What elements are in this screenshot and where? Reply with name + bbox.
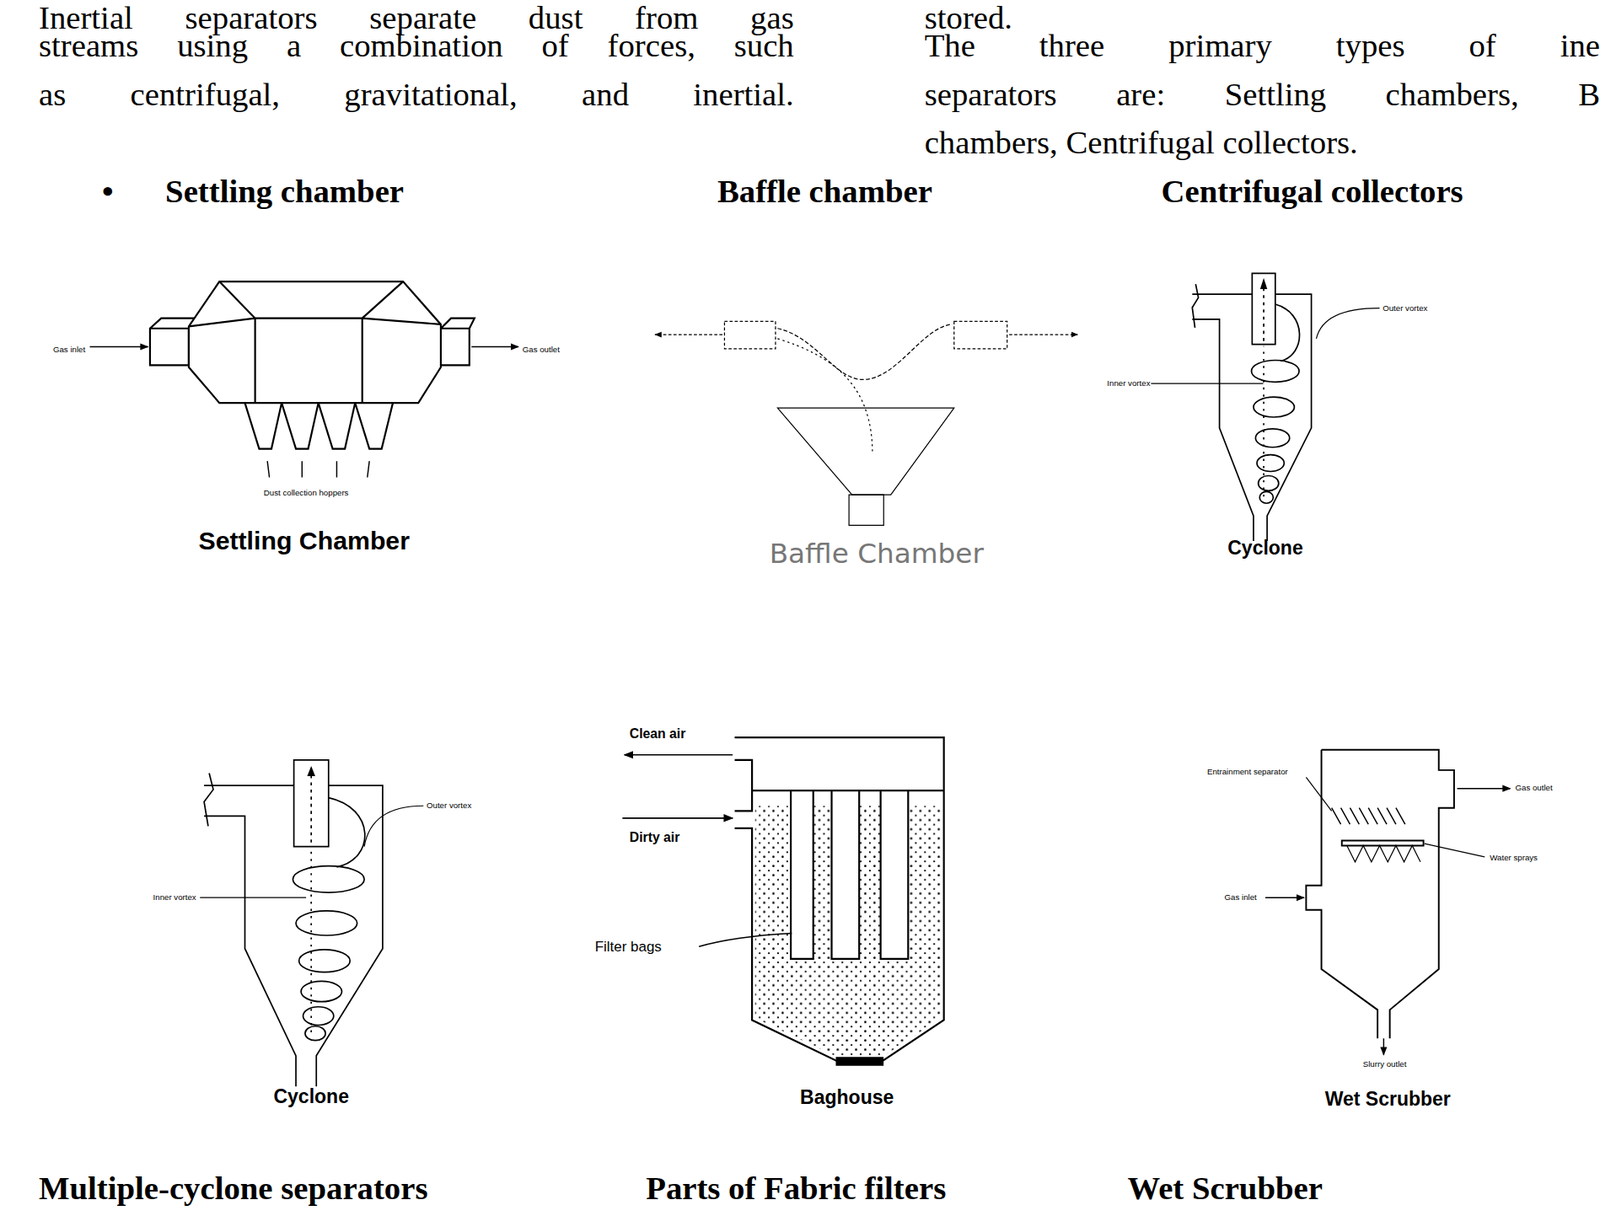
spray-bar bbox=[1342, 840, 1424, 846]
filter-bag bbox=[790, 790, 814, 960]
flow-arrow bbox=[622, 817, 733, 819]
cyclone-drawing bbox=[1191, 273, 1311, 542]
figure-caption: Cyclone bbox=[273, 1085, 349, 1109]
figure-caption: Baffle Chamber bbox=[769, 536, 984, 570]
section-heading: Centrifugal collectors bbox=[1161, 172, 1464, 211]
part-label: Outer vortex bbox=[426, 801, 472, 811]
duct bbox=[954, 321, 1008, 349]
part-label: Slurry outlet bbox=[1363, 1059, 1407, 1069]
flow-arrow bbox=[655, 334, 723, 336]
figure-caption: Cyclone bbox=[1227, 537, 1303, 561]
outlet-duct bbox=[440, 318, 475, 366]
hopper bbox=[245, 402, 394, 449]
hopper bbox=[777, 408, 954, 495]
part-label: Gas outlet bbox=[1515, 783, 1553, 793]
flow-arrow bbox=[1383, 1038, 1385, 1055]
flow-arrow bbox=[90, 346, 149, 348]
body-text: as centrifugal, gravitational, and inert… bbox=[38, 75, 795, 114]
filter-bag bbox=[880, 790, 909, 960]
duct bbox=[724, 321, 776, 349]
section-heading: Parts of Fabric filters bbox=[645, 1170, 946, 1209]
flow-arrow bbox=[624, 754, 733, 756]
baghouse-drawing bbox=[622, 737, 944, 1066]
entrainment-separator bbox=[1331, 808, 1406, 825]
leader-line bbox=[698, 934, 792, 948]
dust-line bbox=[267, 461, 370, 478]
part-label: Filter bags bbox=[595, 939, 662, 956]
leader-line bbox=[364, 805, 424, 847]
section-heading: Baffle chamber bbox=[717, 172, 933, 211]
part-label: Outer vortex bbox=[1382, 303, 1428, 313]
flow-arrow bbox=[1265, 897, 1305, 899]
hopper-outlet bbox=[848, 494, 884, 526]
chamber-body bbox=[188, 281, 441, 403]
leader-line bbox=[1305, 777, 1332, 811]
baghouse-body bbox=[735, 737, 945, 1062]
leader-line bbox=[1315, 308, 1380, 339]
body-text: streams using a combination of forces, s… bbox=[38, 26, 795, 65]
section-heading: Settling chamber bbox=[165, 172, 404, 211]
body-text: The three primary types of ine bbox=[924, 26, 1600, 65]
discharge bbox=[837, 1057, 883, 1065]
leader-line bbox=[1424, 843, 1485, 858]
scrubber-body bbox=[1305, 750, 1455, 1040]
chamber-edge bbox=[188, 281, 441, 403]
part-label: Dust collection hoppers bbox=[263, 488, 349, 498]
part-label: Inner vortex bbox=[153, 893, 197, 903]
wet-scrubber-drawing bbox=[1265, 750, 1511, 1056]
part-label: Clean air bbox=[629, 725, 686, 741]
figure-caption: Wet Scrubber bbox=[1325, 1089, 1451, 1112]
figure-caption: Settling Chamber bbox=[198, 526, 410, 556]
flow-arrow bbox=[1457, 788, 1511, 790]
settling-chamber-drawing bbox=[90, 281, 519, 478]
filter-bag bbox=[832, 790, 860, 960]
leader-line bbox=[1150, 383, 1263, 385]
section-heading: Multiple-cyclone separators bbox=[38, 1170, 428, 1209]
spray-nozzle bbox=[1347, 845, 1421, 862]
part-label: Gas inlet bbox=[1224, 893, 1257, 903]
part-label: Gas outlet bbox=[522, 345, 560, 355]
baffle-chamber-drawing bbox=[655, 321, 1078, 526]
gas-path bbox=[777, 324, 952, 381]
flow-arrow bbox=[471, 346, 519, 348]
part-label: Inner vortex bbox=[1106, 379, 1150, 389]
body-text: chambers, Centrifugal collectors. bbox=[924, 123, 1359, 162]
part-label: Water sprays bbox=[1489, 853, 1538, 864]
dust-path bbox=[777, 338, 873, 455]
section-heading: Wet Scrubber bbox=[1127, 1170, 1323, 1209]
part-label: Dirty air bbox=[629, 830, 680, 846]
bullet: • bbox=[102, 172, 114, 211]
part-label: Gas inlet bbox=[53, 345, 86, 355]
flow-arrow bbox=[1009, 334, 1078, 336]
inlet-duct bbox=[150, 318, 194, 366]
part-label: Entrainment separator bbox=[1207, 767, 1289, 778]
leader-line bbox=[199, 897, 307, 899]
figure-caption: Baghouse bbox=[800, 1086, 894, 1110]
body-text: separators are: Settling chambers, B bbox=[924, 75, 1600, 114]
cyclone-drawing bbox=[204, 760, 383, 1087]
